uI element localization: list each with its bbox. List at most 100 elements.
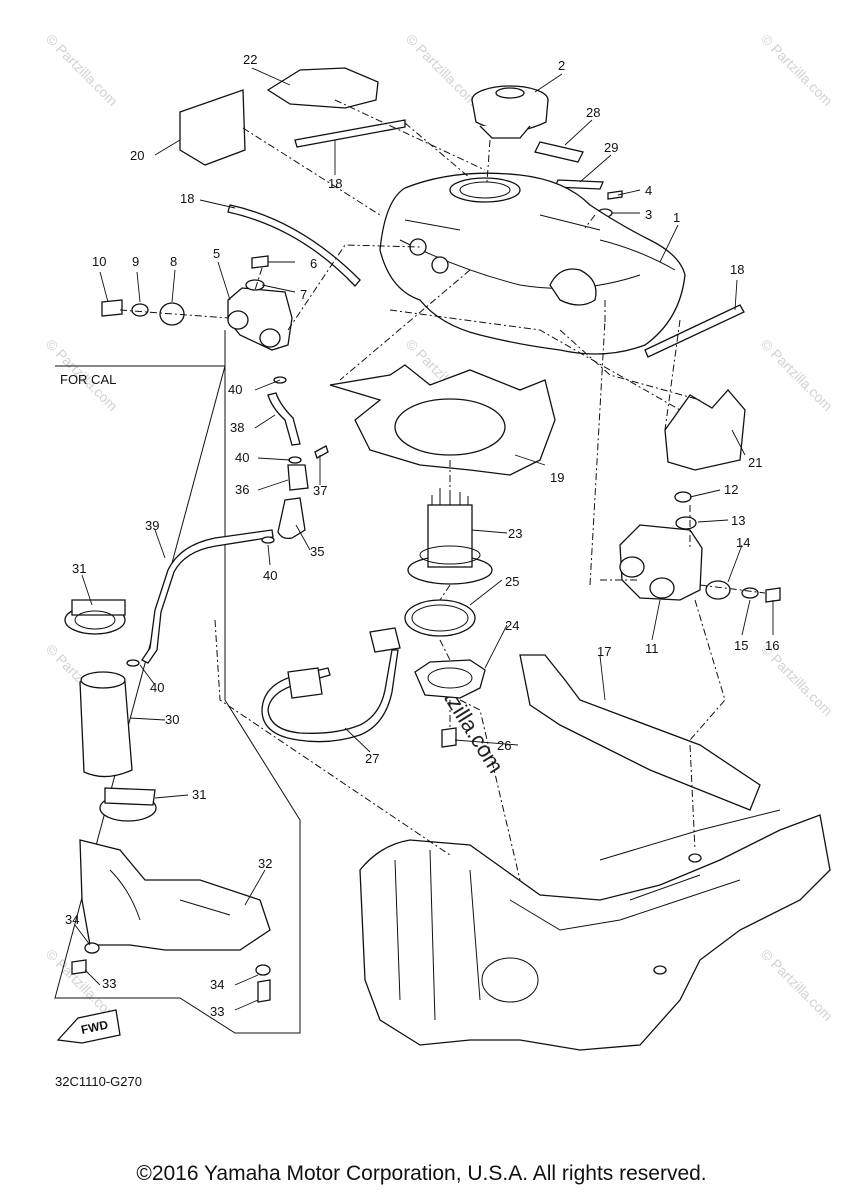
clamp-40d xyxy=(126,659,140,667)
hose-39 xyxy=(141,529,274,664)
watermark: © Partzilla.com xyxy=(403,31,481,109)
valve-35 xyxy=(277,497,306,540)
frame xyxy=(359,809,831,1051)
callout-37: 37 xyxy=(313,483,327,498)
callout-7: 7 xyxy=(300,287,307,302)
fwd-label: FWD xyxy=(80,1017,110,1036)
fuel-cap-2 xyxy=(471,85,549,139)
callout-34a: 34 xyxy=(65,912,79,927)
callout-2: 2 xyxy=(558,58,565,73)
washer-9 xyxy=(131,303,149,317)
callout-9: 9 xyxy=(132,254,139,269)
callout-14: 14 xyxy=(736,535,750,550)
group-label: FOR CAL xyxy=(60,372,116,387)
for-cal-group-box xyxy=(54,330,301,1034)
bolt-10 xyxy=(101,299,123,317)
callout-22: 22 xyxy=(243,52,257,67)
callout-40b: 40 xyxy=(235,450,249,465)
bolt-33b xyxy=(257,979,271,1003)
washer-15 xyxy=(741,587,759,599)
sticker-28 xyxy=(534,141,584,163)
assembly-lines xyxy=(119,99,766,881)
grommet-34 xyxy=(84,942,100,954)
fuel-tank-1 xyxy=(379,172,686,355)
copyright-text: ©2016 Yamaha Motor Corporation, U.S.A. A… xyxy=(136,1162,707,1185)
bolt-6 xyxy=(251,255,269,269)
watermark: © Partzilla.com xyxy=(758,336,836,414)
callout-31b: 31 xyxy=(192,787,206,802)
callout-20: 20 xyxy=(130,148,144,163)
callout-21: 21 xyxy=(748,455,762,470)
callout-4: 4 xyxy=(645,183,652,198)
callout-19: 19 xyxy=(550,470,564,485)
bolt-26 xyxy=(441,727,457,748)
callouts: 2 28 29 4 3 1 22 20 18 18 18 10 9 8 5 6 … xyxy=(65,52,779,1019)
collar-14 xyxy=(705,580,731,600)
connector-27b xyxy=(287,667,323,699)
callout-12: 12 xyxy=(724,482,738,497)
callout-10: 10 xyxy=(92,254,106,269)
leader-lines xyxy=(74,67,774,1011)
callout-18c: 18 xyxy=(730,262,744,277)
callout-40a: 40 xyxy=(228,382,242,397)
fwd-arrow-icon: FWD xyxy=(56,1009,121,1044)
collar-8 xyxy=(159,302,185,326)
watermark: © Partzilla.com xyxy=(43,31,121,109)
callout-16: 16 xyxy=(765,638,779,653)
callout-5: 5 xyxy=(213,246,220,261)
callout-33a: 33 xyxy=(102,976,116,991)
callout-6: 6 xyxy=(310,256,317,271)
valve-36 xyxy=(287,464,309,491)
callout-28: 28 xyxy=(586,105,600,120)
callout-18a: 18 xyxy=(328,176,342,191)
bolt-12 xyxy=(674,491,692,503)
bolt-33 xyxy=(71,959,87,975)
callout-1: 1 xyxy=(673,210,680,225)
callout-18b: 18 xyxy=(180,191,194,206)
callout-32: 32 xyxy=(258,856,272,871)
washer-13 xyxy=(675,516,697,530)
callout-30: 30 xyxy=(165,712,179,727)
connector-27 xyxy=(369,627,401,653)
hose-27 xyxy=(261,649,399,743)
strip-18-top xyxy=(294,119,406,148)
callout-36: 36 xyxy=(235,482,249,497)
strip-18-right xyxy=(644,304,745,358)
holder-31-bottom xyxy=(99,787,157,822)
bracket-17 xyxy=(519,654,761,811)
callout-15: 15 xyxy=(734,638,748,653)
bolt-16 xyxy=(765,587,781,603)
bracket-5 xyxy=(227,287,293,351)
callout-17: 17 xyxy=(597,644,611,659)
holder-31-top xyxy=(64,599,126,635)
hose-38 xyxy=(267,392,301,446)
bracket-11 xyxy=(619,524,703,601)
ring-24 xyxy=(414,659,486,699)
damper-20 xyxy=(179,89,246,166)
callout-27: 27 xyxy=(365,751,379,766)
callout-26: 26 xyxy=(497,738,511,753)
callout-3: 3 xyxy=(645,207,652,222)
callout-24: 24 xyxy=(505,618,519,633)
callout-13: 13 xyxy=(731,513,745,528)
damper-21 xyxy=(664,389,746,471)
callout-38: 38 xyxy=(230,420,244,435)
pad-22 xyxy=(266,67,379,109)
callout-11: 11 xyxy=(645,641,659,656)
gasket-25 xyxy=(404,599,476,637)
callout-25: 25 xyxy=(505,574,519,589)
clamp-40b xyxy=(288,456,302,464)
strip-18-left xyxy=(227,204,361,287)
watermark: © Partzilla.com xyxy=(758,946,836,1024)
callout-23: 23 xyxy=(508,526,522,541)
bolt-4 xyxy=(607,190,623,200)
callout-35: 35 xyxy=(310,544,324,559)
callout-34b: 34 xyxy=(210,977,224,992)
callout-29: 29 xyxy=(604,140,618,155)
callout-31a: 31 xyxy=(72,561,86,576)
fuel-pump-23 xyxy=(407,488,493,585)
screw-37 xyxy=(314,445,329,459)
canister-30 xyxy=(79,671,133,778)
callout-33b: 33 xyxy=(210,1004,224,1019)
